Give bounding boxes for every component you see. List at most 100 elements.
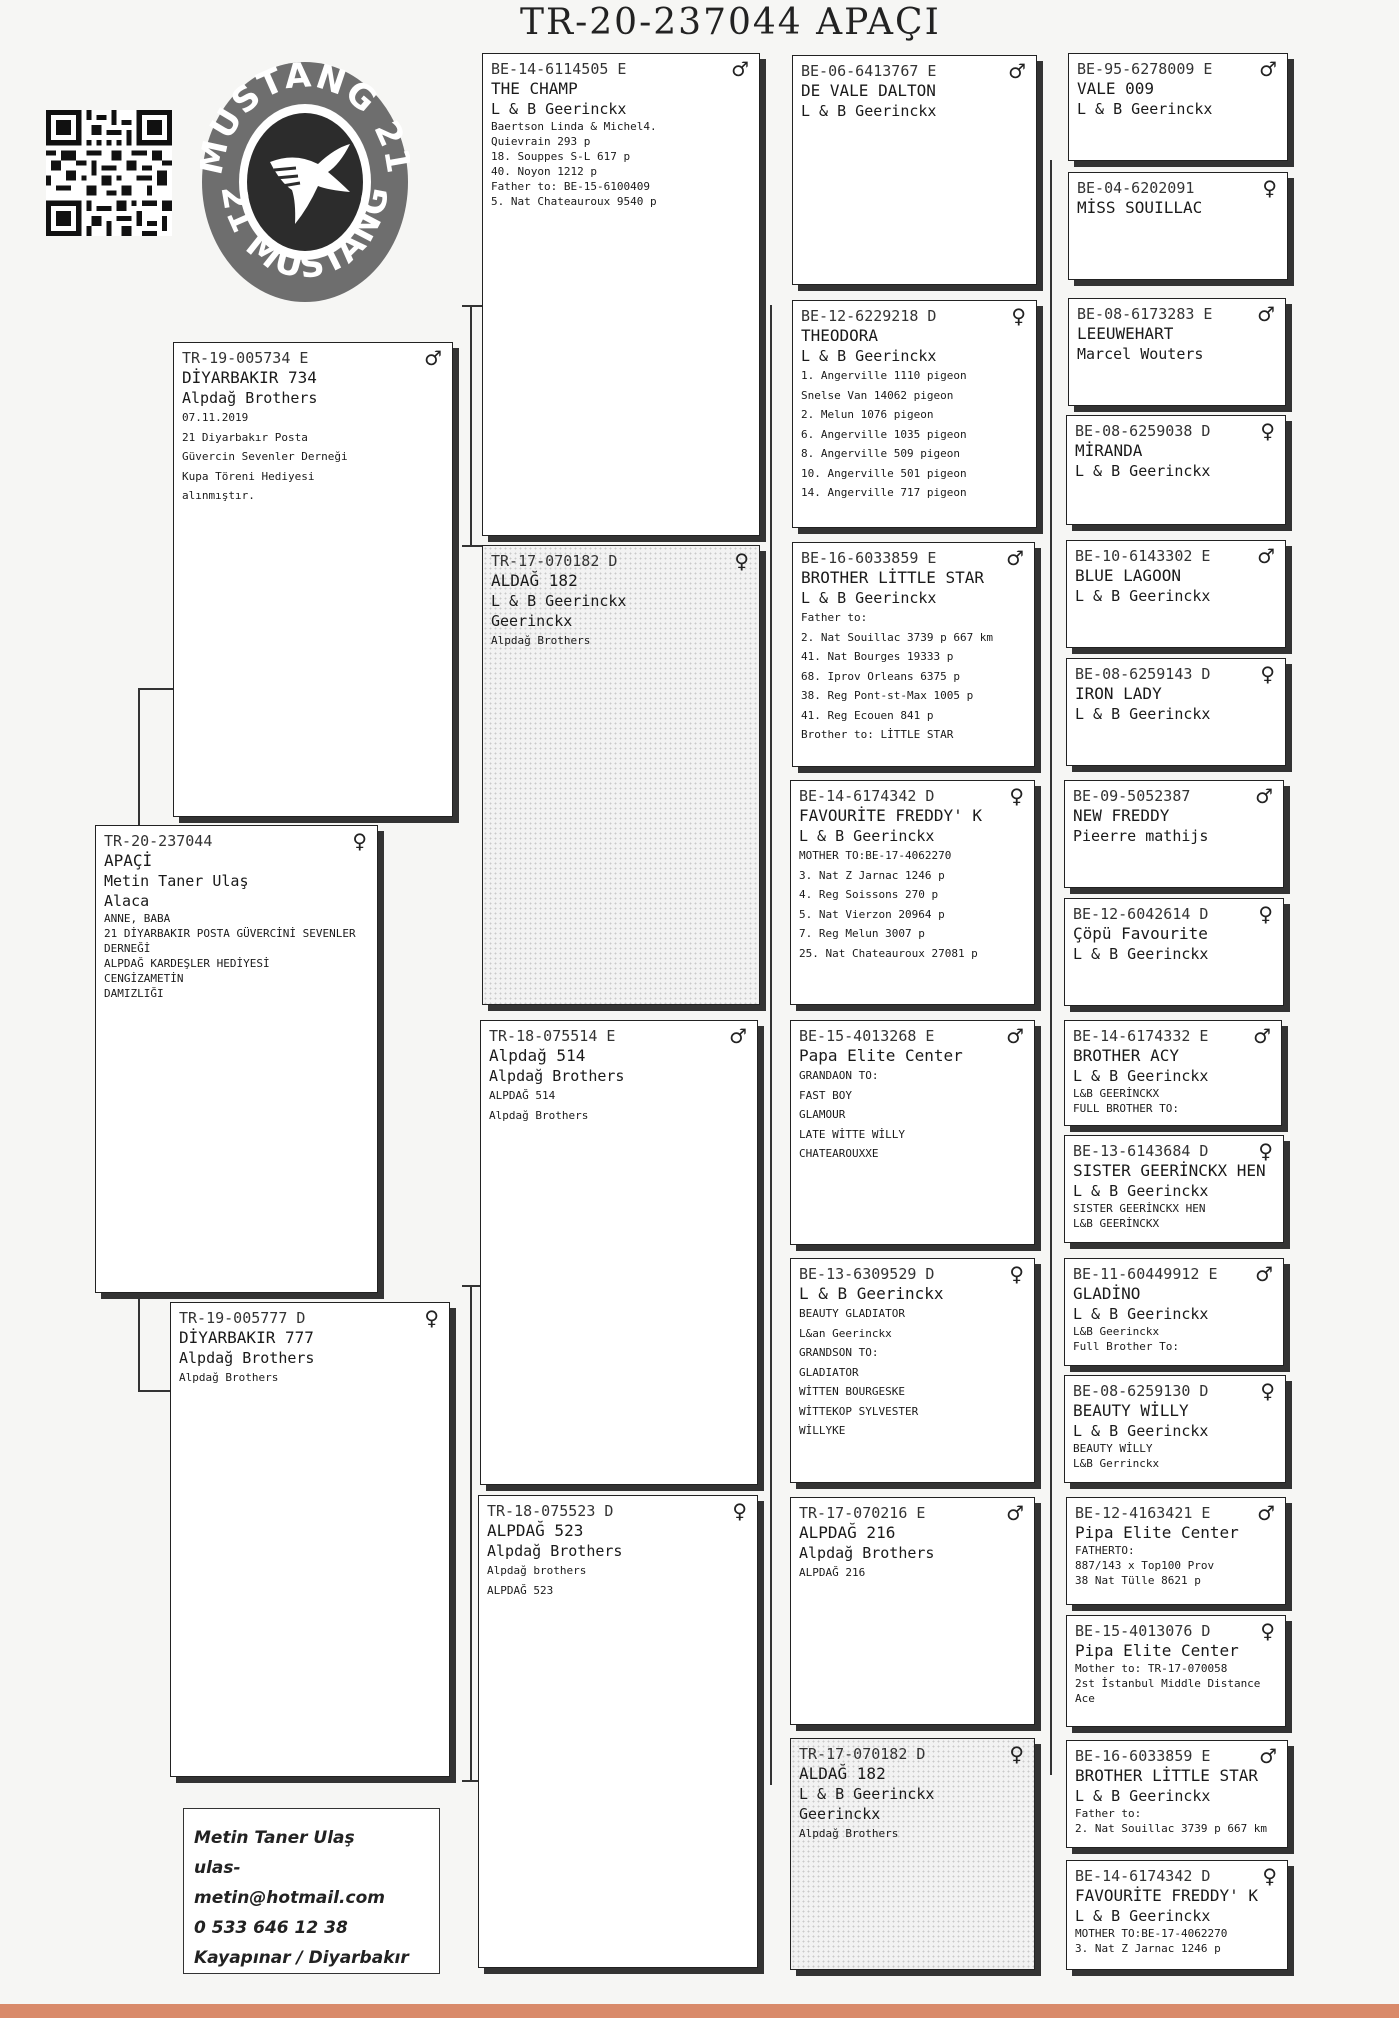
note-line: Güvercin Sevenler Derneği xyxy=(182,450,348,463)
pigeon-name: BEAUTY WİLLY xyxy=(1073,1401,1189,1420)
note-line: 8. Angerville 509 pigeon xyxy=(801,447,960,460)
pigeon-name: ALPDAĞ 523 xyxy=(487,1521,584,1540)
ring-number: BE-15-4013268 E xyxy=(799,1027,935,1045)
connector-line xyxy=(462,545,482,547)
pedigree-card-g4-13: ♂ BE-12-4163421 E Pipa Elite Center FATH… xyxy=(1066,1497,1286,1605)
connector-line xyxy=(462,1285,482,1287)
female-symbol-icon: ♀ xyxy=(1262,1864,1277,1888)
note-line: WİLLYKE xyxy=(799,1424,846,1437)
pigeon-name: ALDAĞ 182 xyxy=(799,1764,886,1783)
ring-number: BE-08-6259130 D xyxy=(1073,1382,1209,1400)
female-symbol-icon: ♀ xyxy=(1260,662,1275,686)
male-symbol-icon: ♂ xyxy=(731,57,749,81)
contact-name: Metin Taner Ulaş xyxy=(194,1828,355,1848)
note-line: FULL BROTHER TO: xyxy=(1073,1102,1179,1115)
mustang-logo: MUSTANG 21 21 MUSTANG xyxy=(200,55,410,302)
owner-line: Pieerre mathijs xyxy=(1073,827,1209,845)
female-symbol-icon: ♀ xyxy=(734,549,749,573)
male-symbol-icon: ♂ xyxy=(1253,1024,1271,1048)
note-line: GRANDSON TO: xyxy=(799,1346,879,1359)
owner-line: L & B Geerinckx xyxy=(801,347,937,365)
female-symbol-icon: ♀ xyxy=(1258,902,1273,926)
ring-number: BE-15-4013076 D xyxy=(1075,1622,1211,1640)
pedigree-card-g4-9: ♂ BE-14-6174332 E BROTHER ACY L & B Geer… xyxy=(1064,1020,1282,1126)
ring-number: BE-95-6278009 E xyxy=(1077,60,1213,78)
note-line: LATE WİTTE WİLLY xyxy=(799,1127,905,1141)
pedigree-card-ssd: ♀ BE-12-6229218 D THEODORA L & B Geerinc… xyxy=(792,300,1037,528)
note-line: Alpdağ Brothers xyxy=(489,1108,589,1122)
owner-line: L & B Geerinckx xyxy=(491,100,627,118)
ring-number: BE-12-6042614 D xyxy=(1073,905,1209,923)
note-line: ALPDAĞ 523 xyxy=(487,1583,554,1597)
pedigree-card-sire: ♂ TR-19-005734 E DİYARBAKIR 734 Alpdağ B… xyxy=(173,342,453,817)
contact-location: Kayapınar / Diyarbakır xyxy=(194,1948,409,1968)
pedigree-card-subject: ♀ TR-20-237044 APAÇİ Metin Taner Ulaş Al… xyxy=(95,825,378,1293)
contact-phone[interactable]: 0 533 646 12 38 xyxy=(194,1918,348,1938)
pigeon-name: Papa Elite Center xyxy=(799,1046,963,1065)
ring-number: TR-18-075514 E xyxy=(489,1027,616,1045)
male-symbol-icon: ♂ xyxy=(729,1024,747,1048)
note-line: 7. Reg Melun 3007 p xyxy=(799,927,925,940)
note-line: 25. Nat Chateauroux 27081 p xyxy=(799,946,978,960)
note-line: Full Brother To: xyxy=(1073,1340,1179,1353)
color-line: Alaca xyxy=(104,892,150,910)
pedigree-card-dss: ♂ BE-15-4013268 E Papa Elite Center GRAN… xyxy=(790,1020,1035,1245)
ring-number: BE-13-6309529 D xyxy=(799,1265,935,1283)
pedigree-card-g4-1: ♂ BE-95-6278009 E VALE 009 L & B Geerinc… xyxy=(1068,53,1288,161)
note-line: FAST BOY xyxy=(799,1088,852,1102)
note-line: 3. Nat Z Jarnac 1246 p xyxy=(799,868,945,882)
pedigree-card-g4-11: ♂ BE-11-60449912 E GLADİNO L & B Geerinc… xyxy=(1064,1258,1284,1366)
ring-number: TR-18-075523 D xyxy=(487,1502,614,1520)
connector-line xyxy=(138,688,173,690)
ring-number: TR-17-070182 D xyxy=(491,552,618,570)
owner-line: L & B Geerinckx xyxy=(799,827,935,845)
pigeon-name: VALE 009 xyxy=(1077,79,1155,98)
female-symbol-icon: ♀ xyxy=(1011,304,1026,328)
note-line: Alpdağ Brothers xyxy=(799,1827,899,1840)
note-line: CHATEAROUXXE xyxy=(799,1147,879,1160)
pedigree-card-dam-dam: ♀ TR-18-075523 D ALPDAĞ 523 Alpdağ Broth… xyxy=(478,1495,758,1968)
ring-number: BE-14-6174342 D xyxy=(799,787,935,805)
note-line: WİTTEKOP SYLVESTER xyxy=(799,1404,919,1418)
pedigree-card-sire-dam: ♀ TR-17-070182 D ALDAĞ 182 L & B Geerinc… xyxy=(482,545,760,1005)
pigeon-name: GLADİNO xyxy=(1073,1284,1141,1303)
note-line: 2. Melun 1076 pigeon xyxy=(801,408,934,421)
note-line: 38. Reg Pont-st-Max 1005 p xyxy=(801,689,974,702)
note-line: MOTHER TO:BE-17-4062270 xyxy=(799,849,952,862)
owner-line: Alpdağ Brothers xyxy=(487,1542,623,1560)
ring-number: BE-11-60449912 E xyxy=(1073,1265,1218,1283)
pigeon-name: NEW FREDDY xyxy=(1073,806,1170,825)
female-symbol-icon: ♀ xyxy=(1260,1379,1275,1403)
owner-line: Alpdağ Brothers xyxy=(182,389,318,407)
owner-line: Metin Taner Ulaş xyxy=(104,872,249,890)
note-line: 5. Nat Vierzon 20964 p xyxy=(799,907,945,921)
pedigree-card-dds: ♂ TR-17-070216 E ALPDAĞ 216 Alpdağ Broth… xyxy=(790,1497,1035,1725)
note-line: BEAUTY GLADIATOR xyxy=(799,1307,905,1320)
male-symbol-icon: ♂ xyxy=(1259,57,1277,81)
note-line: 10. Angerville 501 pigeon xyxy=(801,466,967,480)
pigeon-name: DE VALE DALTON xyxy=(801,81,936,100)
ring-number: TR-19-005777 D xyxy=(179,1309,306,1327)
ring-number: TR-19-005734 E xyxy=(182,349,309,367)
owner-line: L & B Geerinckx xyxy=(1075,1787,1211,1805)
ring-number: BE-12-6229218 D xyxy=(801,307,937,325)
contact-email[interactable]: ulas-metin@hotmail.com xyxy=(194,1858,385,1908)
pedigree-card-sire-sire: ♂ BE-14-6114505 E THE CHAMP L & B Geerin… xyxy=(482,53,760,536)
pedigree-card-g4-2: ♀ BE-04-6202091 MİSS SOUILLAC xyxy=(1068,172,1288,280)
note-line: FATHERTO: xyxy=(1075,1544,1135,1557)
note-line: 5. Nat Chateauroux 9540 p xyxy=(491,195,657,208)
pedigree-card-dsd: ♀ BE-13-6309529 D L & B Geerinckx BEAUTY… xyxy=(790,1258,1035,1483)
note-line: ALPDAĞ KARDEŞLER HEDİYESİ xyxy=(104,957,270,970)
pigeon-name: FAVOURİTE FREDDY' K xyxy=(1075,1886,1259,1905)
note-line: Mother to: TR-17-070058 xyxy=(1075,1662,1228,1675)
connector-line xyxy=(470,1285,472,1780)
pigeon-name: LEEUWEHART xyxy=(1077,324,1174,343)
note-line: 41. Nat Bourges 19333 p xyxy=(801,650,954,663)
male-symbol-icon: ♂ xyxy=(1008,59,1026,83)
pedigree-card-g4-16: ♀ BE-14-6174342 D FAVOURİTE FREDDY' K L … xyxy=(1066,1860,1288,1970)
note-line: 38 Nat Tülle 8621 p xyxy=(1075,1574,1201,1587)
note-line: 2. Nat Souillac 3739 p 667 km xyxy=(1075,1822,1268,1835)
pigeon-name: ALPDAĞ 216 xyxy=(799,1523,896,1542)
note-line: ALPDAĞ 514 xyxy=(489,1089,556,1102)
note-line: 68. Iprov Orleans 6375 p xyxy=(801,669,960,683)
